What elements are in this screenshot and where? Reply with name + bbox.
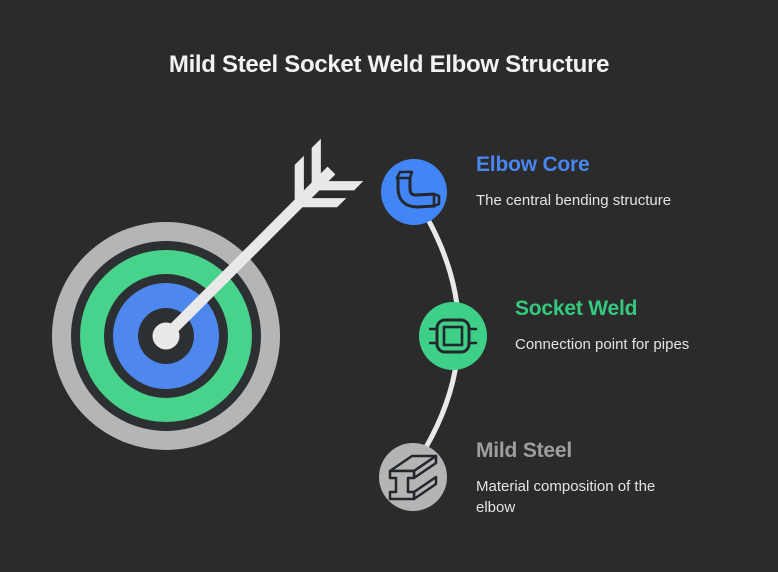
node-socket-weld	[419, 302, 487, 370]
item-elbow-core-text: Elbow Core The central bending structure	[476, 152, 671, 211]
item-title-socket-weld: Socket Weld	[515, 297, 638, 320]
bullseye-target	[52, 222, 280, 450]
item-title-elbow-core: Elbow Core	[476, 153, 590, 176]
elbow-core-circle	[381, 159, 447, 225]
item-description-elbow-core: The central bending structure	[476, 192, 672, 209]
page-title: Mild Steel Socket Weld Elbow Structure	[168, 51, 610, 78]
item-mild-steel-text: Mild Steel Material composition of the e…	[476, 438, 681, 518]
node-mild-steel	[379, 443, 447, 511]
item-description-socket-weld: Connection point for pipes	[515, 336, 690, 353]
socket-chip-icon	[429, 318, 477, 354]
arrow-fletching-rear	[311, 138, 364, 191]
steel-beam-icon	[388, 454, 438, 501]
item-socket-weld-text: Socket Weld Connection point for pipes	[515, 296, 689, 355]
item-title-mild-steel: Mild Steel	[476, 439, 573, 462]
item-description-mild-steel: Material composition of the elbow	[476, 478, 656, 516]
arrow-shaft	[162, 166, 336, 340]
socket-weld-circle	[419, 302, 487, 370]
arrow-fletching-front	[294, 155, 347, 208]
elbow-pipe-icon	[395, 170, 441, 209]
node-elbow-core	[381, 159, 447, 225]
arrow-icon	[162, 138, 364, 340]
